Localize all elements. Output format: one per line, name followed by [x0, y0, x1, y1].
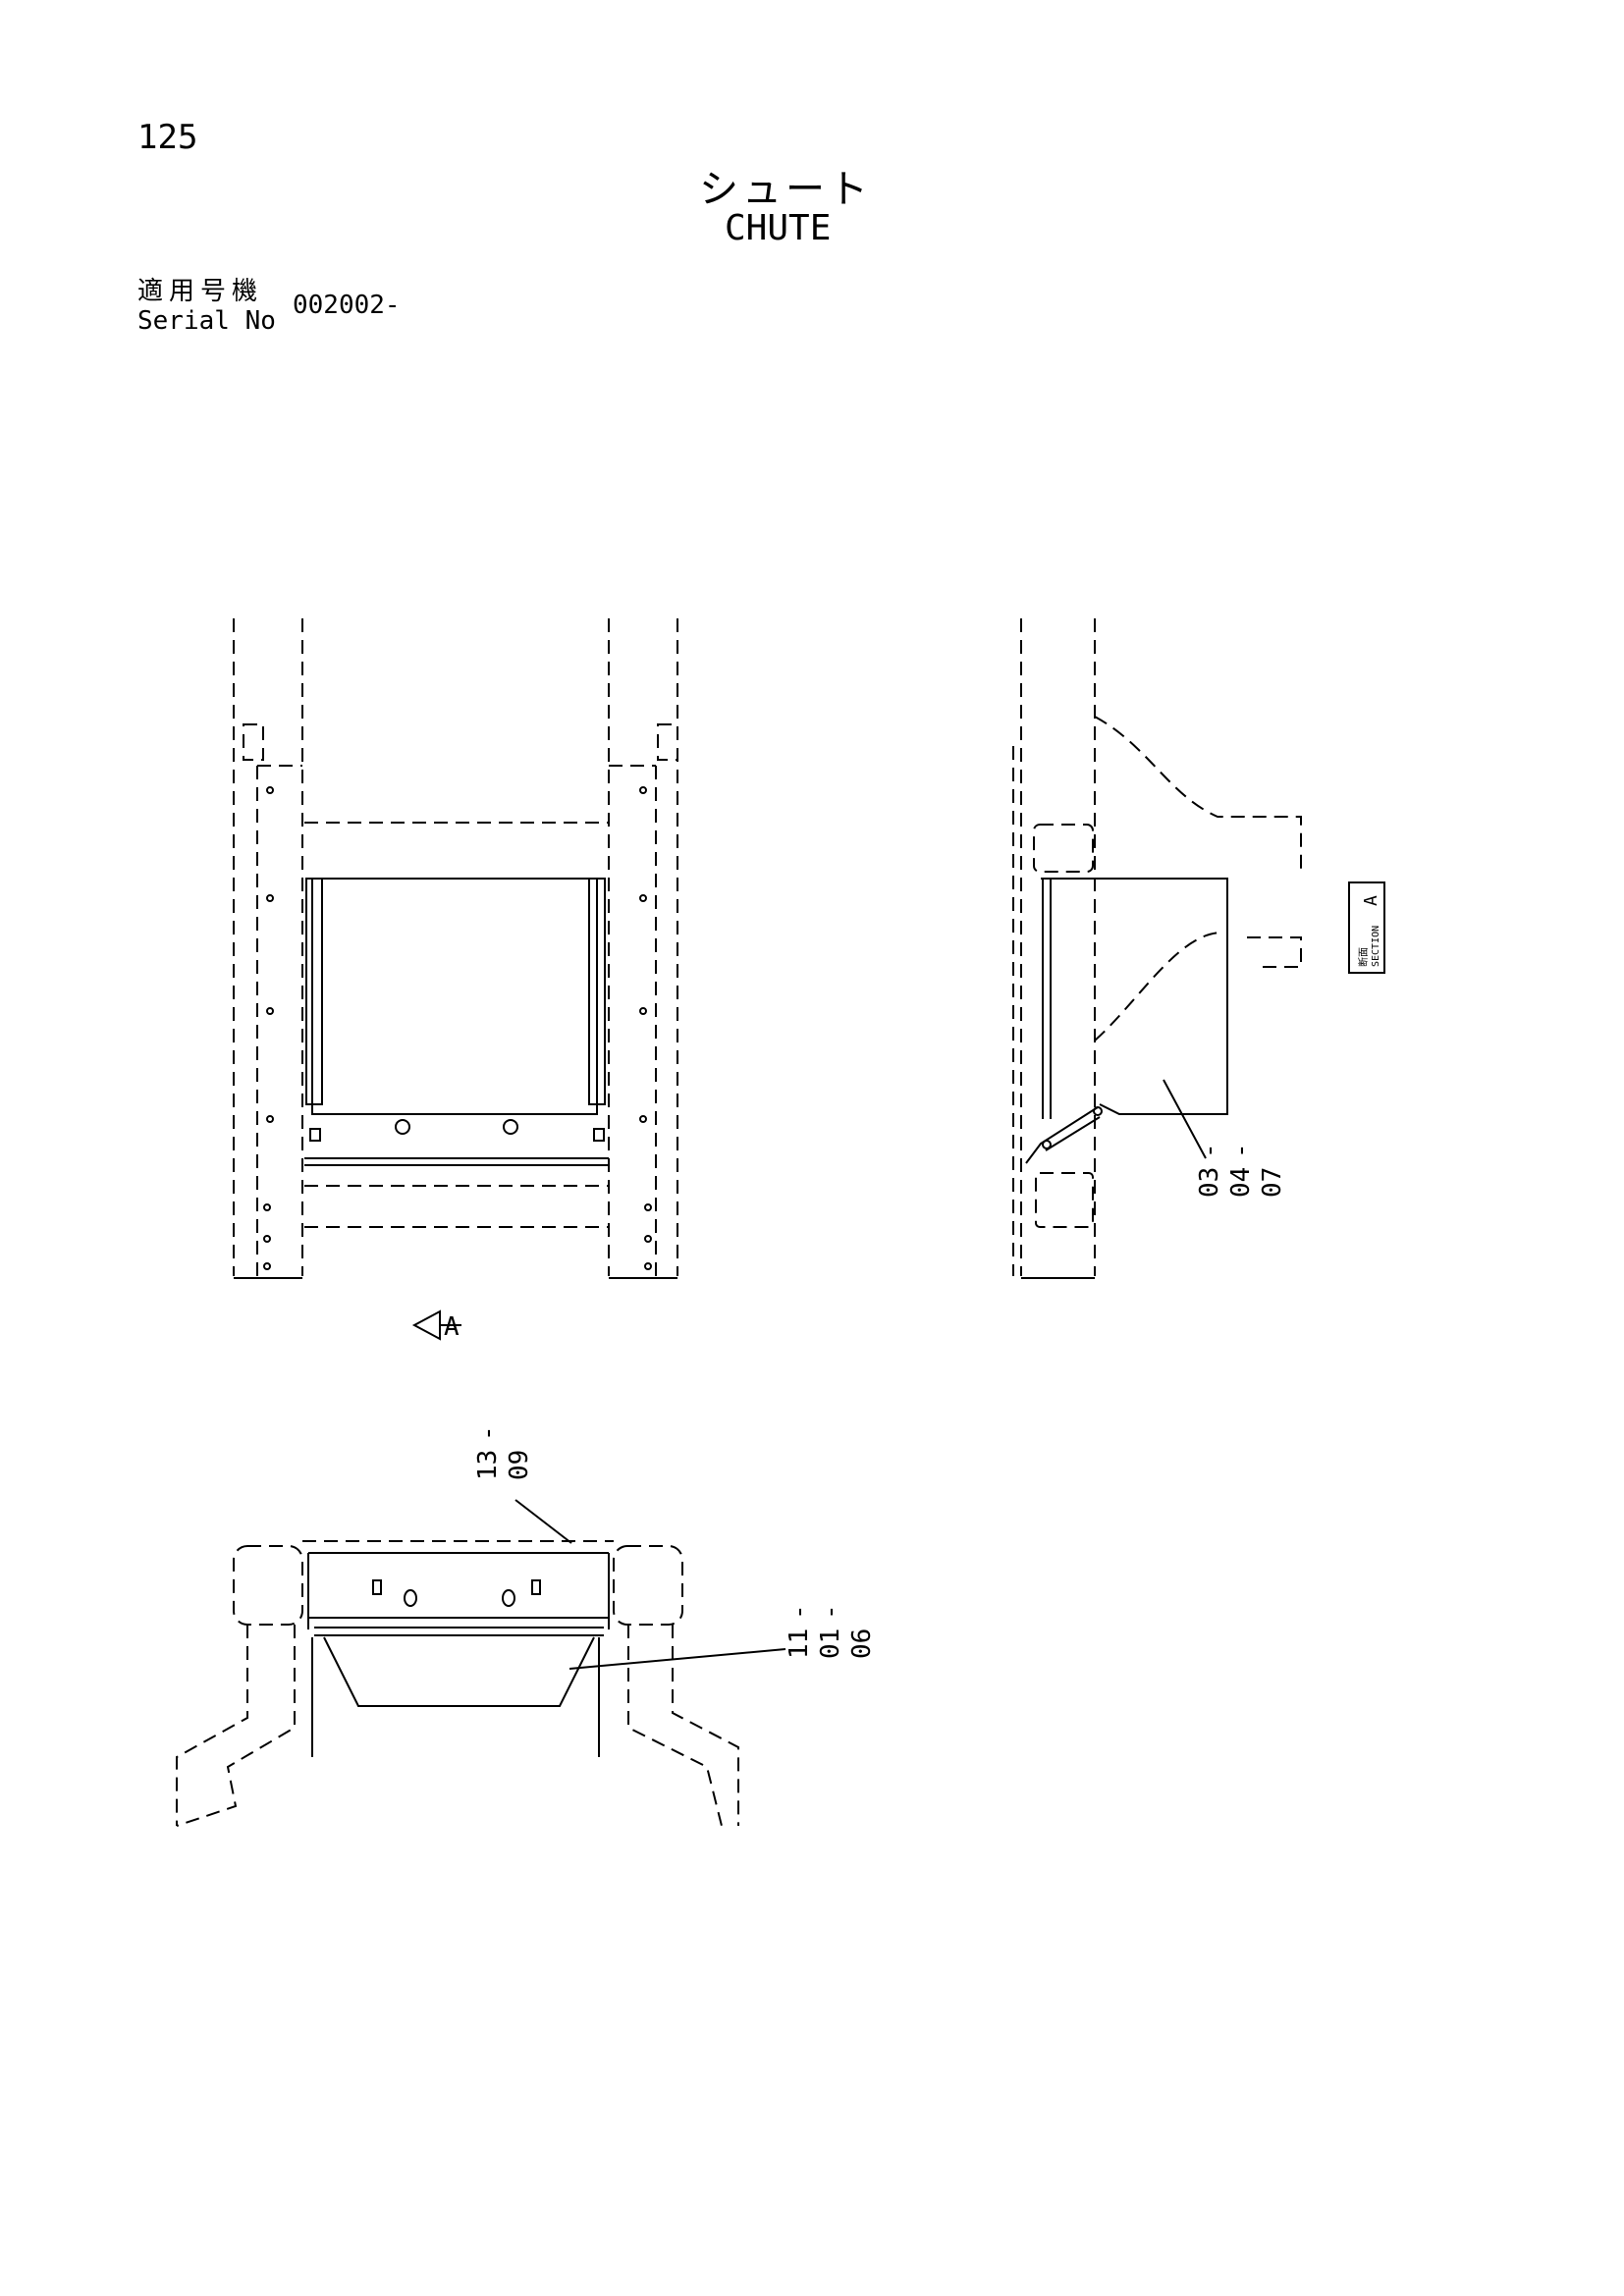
callout-side-dash-2: -: [1226, 1143, 1256, 1158]
callout-side-dash-1: -: [1195, 1143, 1224, 1158]
rail-holes: [263, 786, 652, 1270]
callout-lower: 11 - 01 - 06: [785, 1604, 877, 1659]
callout-upper-line-2: 09: [505, 1450, 534, 1480]
serial-label-japanese: 適用号機: [137, 277, 264, 306]
section-label-en: SECTION: [1371, 926, 1381, 967]
callout-lower-line-2: 01: [816, 1629, 845, 1659]
callout-side-line-3: 07: [1258, 1167, 1287, 1198]
front-view: [233, 618, 678, 1279]
callout-lower-dash-2: -: [816, 1604, 845, 1620]
bottom-view: [176, 1499, 786, 1827]
callout-upper: 13 - 09: [473, 1425, 534, 1480]
title-japanese: シュート: [699, 167, 872, 212]
callout-lower-dash-1: -: [785, 1604, 814, 1620]
section-label-jp: 断面: [1357, 947, 1370, 967]
callout-side: 03 - 04 - 07: [1195, 1143, 1287, 1198]
view-a-arrow: A: [411, 1309, 461, 1342]
section-a-label: 断面 SECTION A: [1348, 881, 1385, 974]
callout-side-line-2: 04: [1226, 1167, 1256, 1198]
callout-upper-dash-1: -: [473, 1425, 503, 1441]
view-a-letter: A: [444, 1312, 460, 1342]
section-label-letter: A: [1361, 895, 1381, 906]
page-number: 125: [137, 118, 198, 157]
callout-upper-line-1: 13: [473, 1450, 503, 1480]
serial-value: 002002-: [293, 291, 401, 320]
serial-label-english: Serial No: [137, 306, 276, 336]
title-english: CHUTE: [725, 208, 832, 248]
callout-lower-line-3: 06: [847, 1629, 877, 1659]
side-view: [1012, 618, 1302, 1279]
callout-lower-line-1: 11: [785, 1629, 814, 1659]
callout-side-line-1: 03: [1195, 1167, 1224, 1198]
